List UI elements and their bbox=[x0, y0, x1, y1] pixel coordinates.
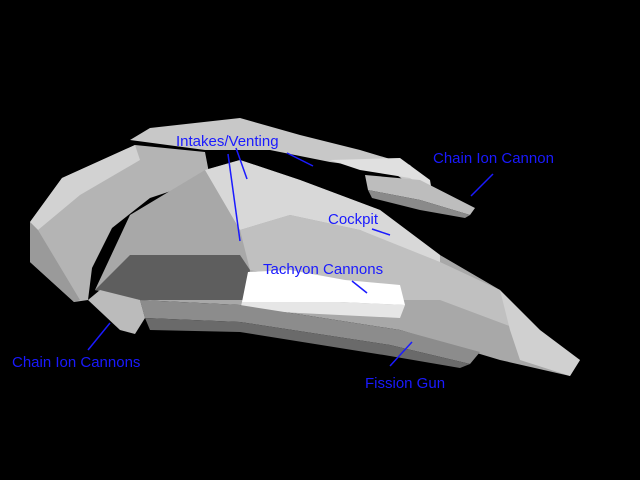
label-chain-ion-cannon: Chain Ion Cannon bbox=[433, 150, 554, 167]
leader-lines bbox=[87, 147, 494, 367]
label-cockpit: Cockpit bbox=[328, 211, 379, 228]
label-intakes-venting: Intakes/Venting bbox=[176, 133, 279, 150]
label-tachyon-cannons: Tachyon Cannons bbox=[263, 261, 384, 278]
label-chain-ion-cannons: Chain Ion Cannons bbox=[12, 354, 141, 371]
label-fission-gun: Fission Gun bbox=[365, 375, 446, 392]
